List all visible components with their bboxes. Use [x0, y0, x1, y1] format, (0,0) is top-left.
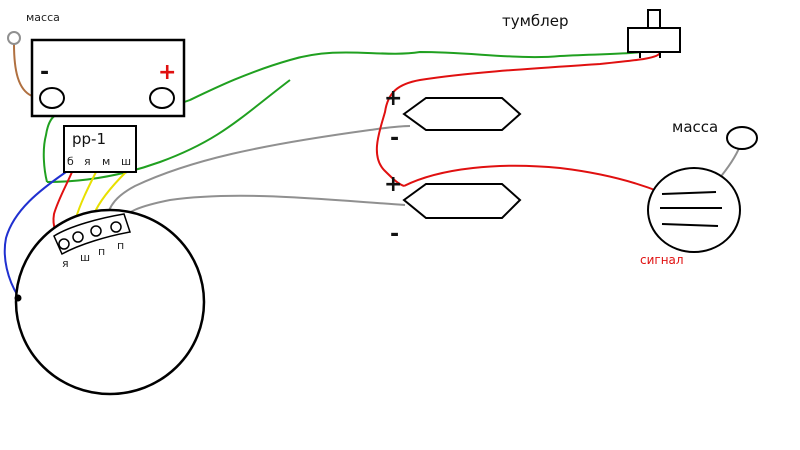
- wire-green-rr: [46, 79, 291, 183]
- battery-minus-sign: -: [40, 60, 50, 85]
- wire-gray-lower: [119, 194, 406, 223]
- battery-plus-sign: +: [158, 60, 177, 85]
- horn2-plus-sign: +: [384, 172, 403, 197]
- generator-terminal-label-sh: ш: [80, 251, 91, 264]
- battery-minus-terminal: [39, 87, 65, 109]
- generator-terminal-p1: [90, 225, 102, 237]
- wire-blue: [3, 171, 67, 297]
- ground-terminal-right-icon: [726, 126, 758, 150]
- generator-blue-connection-dot: [14, 294, 22, 302]
- toggle-lever: [647, 9, 661, 29]
- generator-terminal-ya: [58, 238, 70, 250]
- horn-1: [402, 97, 522, 131]
- wire-red-signal: [403, 164, 661, 193]
- ground-label-top-left: масса: [26, 11, 60, 24]
- generator-terminal-sh: [72, 231, 84, 243]
- toggle-switch-label: тумблер: [502, 12, 569, 30]
- battery-plus-terminal: [149, 87, 175, 109]
- regulator-body: [63, 125, 137, 173]
- generator-terminal-p2: [110, 221, 122, 233]
- horn2-minus-sign: -: [390, 222, 400, 247]
- toggle-body: [627, 27, 681, 53]
- wire-red-toggle: [375, 51, 661, 187]
- signal-label: сигнал: [640, 253, 684, 267]
- relay-line-1: [661, 191, 717, 195]
- ground-terminal-icon: [7, 31, 21, 45]
- regulator-terminal-sh: ш: [121, 155, 132, 168]
- regulator-terminal-m: м: [102, 155, 111, 168]
- generator-terminal-label-p2: п: [117, 239, 125, 252]
- wire-gray-ground: [717, 145, 741, 181]
- horn1-plus-sign: +: [384, 86, 403, 111]
- regulator-terminal-b: б: [67, 155, 74, 168]
- horn1-minus-sign: -: [390, 126, 400, 151]
- generator-terminal-label-p1: п: [98, 245, 106, 258]
- horn-2: [402, 183, 522, 219]
- ground-label-right: масса: [672, 118, 719, 136]
- relay-line-3: [661, 223, 719, 227]
- generator-terminal-label-ya: я: [62, 257, 69, 270]
- wire-gray-upper: [105, 125, 411, 223]
- regulator-terminal-ya: я: [84, 155, 91, 168]
- signal-relay: [647, 167, 741, 253]
- generator-body: [14, 208, 206, 396]
- wire-green: [42, 50, 641, 183]
- regulator-label: рр-1: [72, 130, 106, 148]
